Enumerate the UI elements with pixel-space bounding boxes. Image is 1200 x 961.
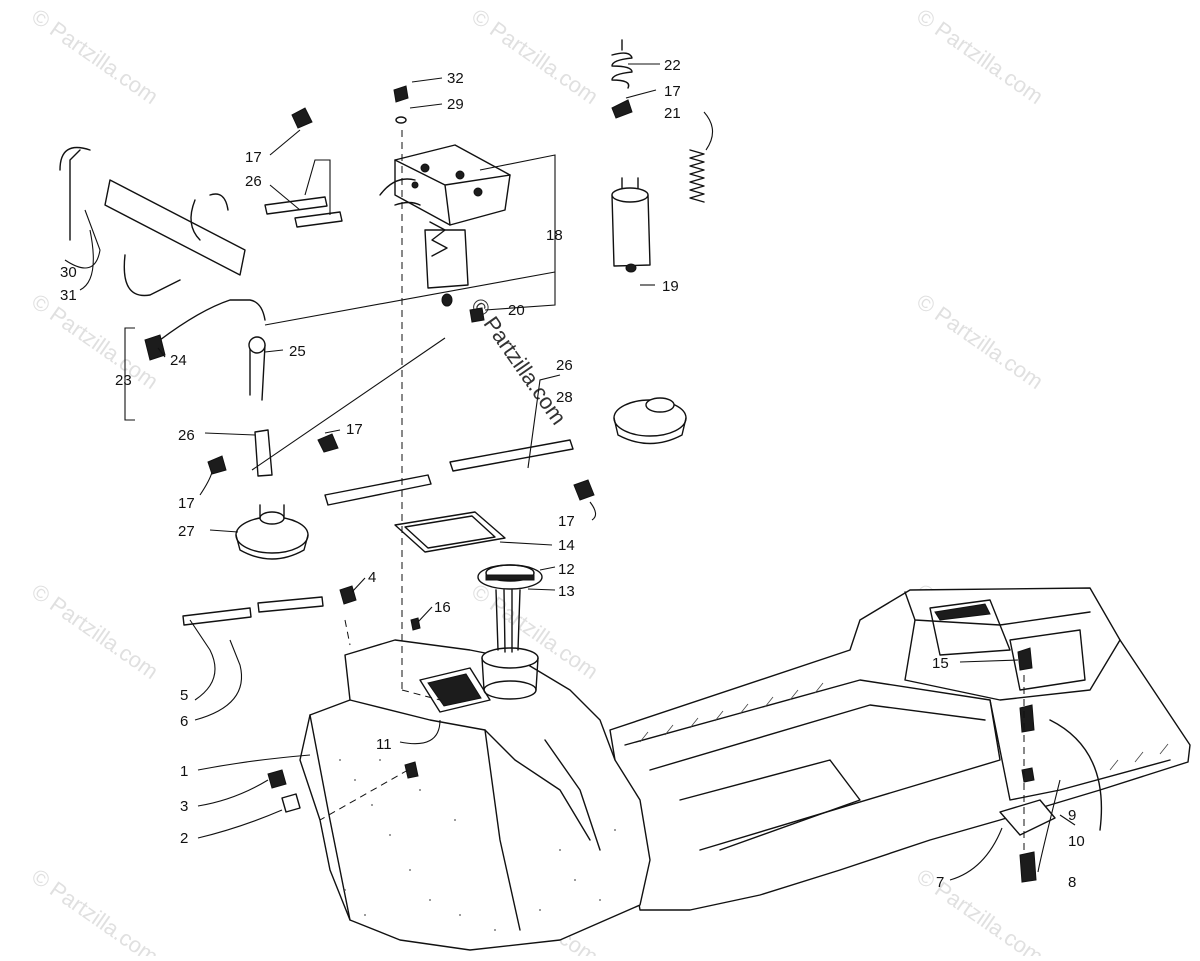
callout-2: 2 xyxy=(180,830,188,847)
watermark: © Partzilla.com xyxy=(912,4,1048,110)
hose-clamps xyxy=(207,85,1103,883)
callout-21: 21 xyxy=(664,105,681,122)
fuel-pump-assembly xyxy=(394,39,705,307)
callout-17: 17 xyxy=(664,83,681,100)
callout-32: 32 xyxy=(447,70,464,87)
callout-17: 17 xyxy=(245,149,262,166)
callout-17: 17 xyxy=(346,421,363,438)
callout-25: 25 xyxy=(289,343,306,360)
leader-lines xyxy=(64,63,1076,881)
connection-lines xyxy=(319,130,1025,850)
callout-13: 13 xyxy=(558,583,575,600)
callout-22: 22 xyxy=(664,57,681,74)
callout-6: 6 xyxy=(180,713,188,730)
fuel-hoses xyxy=(59,146,574,626)
callout-12: 12 xyxy=(558,561,575,578)
callout-28: 28 xyxy=(556,389,573,406)
fuel-filters xyxy=(235,397,687,560)
callout-16: 16 xyxy=(434,599,451,616)
watermark: © Partzilla.com xyxy=(27,864,163,956)
fuel-sender-assembly xyxy=(394,511,543,653)
callout-9: 9 xyxy=(1068,807,1076,824)
watermark: © Partzilla.com xyxy=(27,289,163,395)
watermark: © Partzilla.com xyxy=(27,579,163,685)
callout-14: 14 xyxy=(558,537,575,554)
callout-15: 15 xyxy=(932,655,949,672)
callout-20: 20 xyxy=(508,302,525,319)
callout-19: 19 xyxy=(662,278,679,295)
callout-30: 30 xyxy=(60,264,77,281)
callout-7: 7 xyxy=(936,874,944,891)
callout-10: 10 xyxy=(1068,833,1085,850)
callout-17: 17 xyxy=(558,513,575,530)
callout-8: 8 xyxy=(1068,874,1076,891)
callout-27: 27 xyxy=(178,523,195,540)
callout-1: 1 xyxy=(180,763,188,780)
callout-31: 31 xyxy=(60,287,77,304)
callout-26: 26 xyxy=(178,427,195,444)
callout-29: 29 xyxy=(447,96,464,113)
callout-24: 24 xyxy=(170,352,187,369)
callout-18: 18 xyxy=(546,227,563,244)
callout-26: 26 xyxy=(245,173,262,190)
callout-4: 4 xyxy=(368,569,376,586)
callout-17: 17 xyxy=(178,495,195,512)
callout-labels: 32 29 22 17 21 17 26 18 19 20 30 31 24 2… xyxy=(60,57,1085,891)
callout-5: 5 xyxy=(180,687,188,704)
callout-3: 3 xyxy=(180,798,188,815)
callout-11: 11 xyxy=(376,736,392,753)
watermark: © Partzilla.com xyxy=(467,4,603,110)
callout-23: 23 xyxy=(115,372,132,389)
watermark: © Partzilla.com xyxy=(27,4,163,110)
callout-26: 26 xyxy=(556,357,573,374)
fuel-tank-and-chassis xyxy=(299,587,1191,951)
watermark: © Partzilla.com xyxy=(912,289,1048,395)
